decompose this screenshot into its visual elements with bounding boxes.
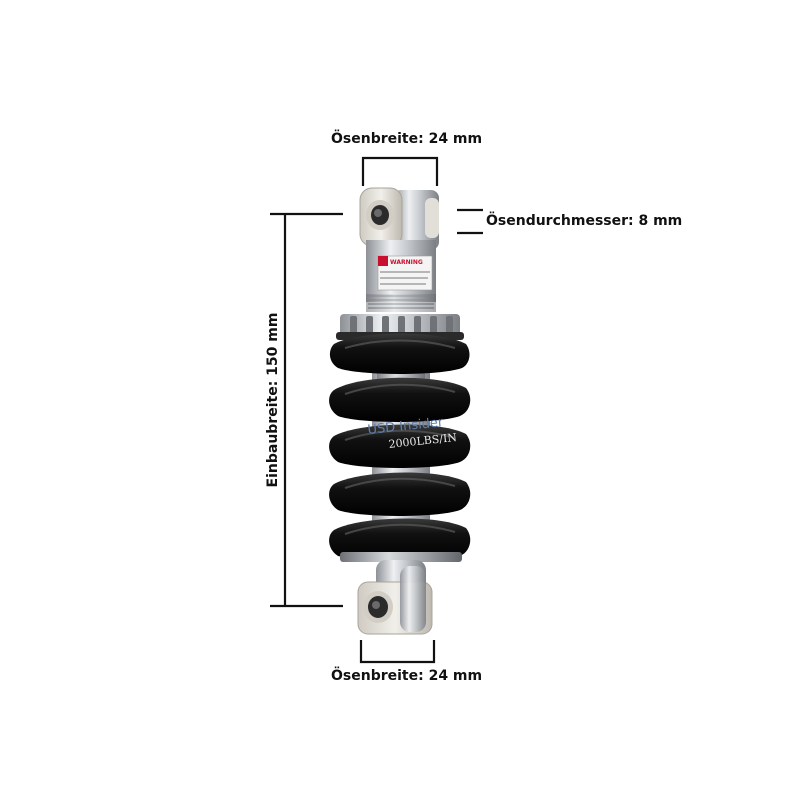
- eye-diameter-label: Ösendurchmesser: 8 mm: [486, 213, 683, 229]
- dimension-lines: [270, 156, 483, 664]
- bottom-eye-width-label: Ösenbreite: 24 mm: [331, 668, 483, 684]
- warning-title: WARNING: [390, 259, 423, 266]
- top-eye-width-label: Ösenbreite: 24 mm: [331, 131, 483, 147]
- bottom-width-bracket: [359, 640, 436, 664]
- upper-body: WARNING: [366, 240, 436, 312]
- coil-spring: USD Insider 2000LBS/IN: [329, 333, 471, 561]
- top-mount: [359, 187, 439, 250]
- bottom-mount: [357, 560, 433, 635]
- mounting-length-label: Einbaubreite: 150 mm: [265, 312, 281, 488]
- top-width-bracket: [361, 156, 439, 186]
- lower-spring-seat: [340, 552, 462, 562]
